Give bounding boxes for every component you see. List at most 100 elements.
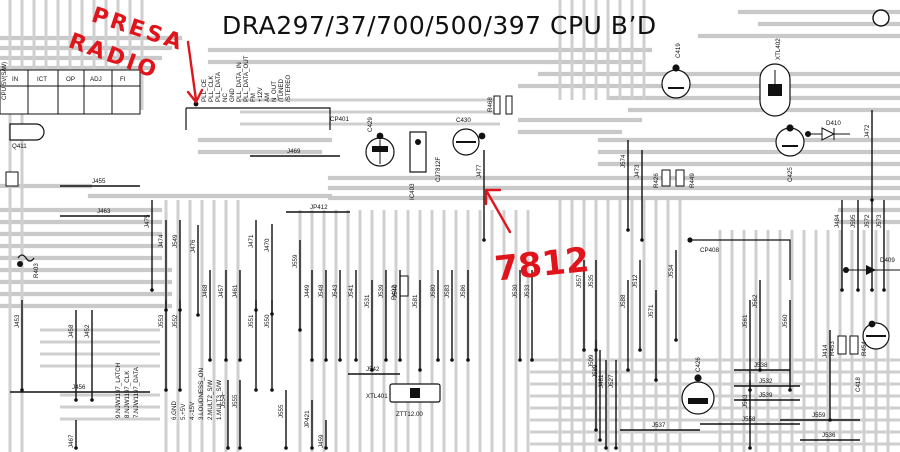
label-c419: C419: [675, 43, 682, 58]
jumper-j583: J583: [444, 270, 454, 362]
jumper-label: J449: [304, 284, 311, 298]
jumper-j555: J555: [232, 380, 242, 450]
capacitor-c419: C419: [661, 43, 691, 99]
jumper-label: J534: [668, 264, 675, 278]
jumper-j551: J551: [248, 300, 258, 392]
jumper-label: J471: [248, 234, 255, 248]
jumper-label: J554: [220, 394, 227, 408]
jumper-jp421: JP421: [304, 400, 314, 450]
pin-5v: 5.+5V: [180, 403, 187, 420]
jumper-label: J535: [588, 274, 595, 288]
jumper-label: J571: [648, 304, 655, 318]
jumper-j543: J543: [332, 270, 342, 362]
jumper-label: J560: [782, 314, 789, 328]
annotation-7812: 7812: [493, 240, 591, 290]
pin-12v: +12V: [257, 87, 264, 102]
jumper-j452: J452: [84, 310, 94, 402]
jumper-label: J459: [318, 434, 325, 448]
pin-n-out: N_OUT: [271, 81, 278, 102]
pin-tuned: /TUNED: [278, 78, 285, 102]
jumper-j476: J476: [190, 225, 200, 317]
jumper-j559: J559: [292, 240, 302, 332]
jumper-j537: J537: [620, 422, 700, 431]
jumper-label: J452: [84, 324, 91, 338]
jumper-label: J455: [92, 178, 106, 185]
jumper-j572: J572: [864, 200, 874, 292]
jumper-label: J552: [172, 314, 179, 328]
jumper-label: J468: [202, 284, 209, 298]
jumper-label: J533: [524, 284, 531, 298]
pin-mult2: 2.MULT2_S/W: [207, 380, 214, 420]
pin-neg15v: 4.-15V: [189, 401, 196, 420]
label-c430: C430: [456, 117, 471, 124]
jumper-j477: J477: [476, 150, 486, 242]
jumper-label: J531: [364, 294, 371, 308]
resistor-r453: R453 R454: [829, 335, 868, 356]
jumper-j571: J571: [648, 290, 658, 382]
jumper-j532: J532: [734, 378, 800, 387]
pin-nc: NC: [222, 93, 229, 102]
jumper-j560: J560: [782, 300, 792, 392]
jumper-j589: J589: [592, 350, 602, 442]
jumper-label: J557: [576, 274, 583, 288]
jumper-j457: J457: [218, 270, 228, 362]
annotation-arrow-7812: [484, 188, 512, 234]
jumper-label: J456: [72, 384, 86, 391]
jumper-j473: J473: [634, 150, 644, 242]
jumper-j414: J414: [822, 330, 832, 422]
pin-loudness: 3.LOUDNESS_ON: [198, 368, 205, 420]
jumper-j531: J531: [364, 280, 374, 372]
jumper-j533: J533: [524, 270, 534, 362]
jumper-j484: J484: [834, 200, 844, 292]
table-header-in: IN: [12, 76, 18, 83]
pin-njw-latch: 9.NJW1197_LATCH: [115, 363, 122, 418]
jumper-label: J476: [190, 239, 197, 253]
table-header-adj: ADJ: [90, 76, 102, 83]
jumper-label: J457: [218, 284, 225, 298]
jumper-j467: J467: [68, 420, 78, 450]
jumper-label: J549: [172, 234, 179, 248]
jumper-j562: J562: [752, 280, 762, 372]
jumper-label: J527: [608, 374, 615, 388]
jumper-label: J563: [742, 394, 749, 408]
jumper-j552: J552: [172, 300, 182, 392]
adjustment-table: IN ICT OP ADJ FI CPU 5V(S/W): [0, 62, 141, 115]
jumper-j539: J539: [734, 392, 800, 401]
label-c429: C429: [367, 117, 374, 132]
jumper-j586: J586: [460, 270, 470, 362]
jumper-j540: J540: [392, 270, 402, 362]
jumper-label: J555: [278, 404, 285, 418]
jumper-jp412: JP412: [286, 204, 350, 213]
jumper-j455: J455: [60, 178, 140, 187]
pin-list-njw1197: 9.NJW1197_LATCH 8.NJW1197_CLK 7.NJW1197_…: [115, 363, 140, 418]
capacitor-c430: C430: [452, 117, 486, 156]
jumper-label: J574: [620, 154, 627, 168]
jumper-label: J472: [864, 124, 871, 138]
jumper-label: J541: [348, 284, 355, 298]
pin-list-power: 6.GND 5.+5V 4.-15V 3.LOUDNESS_ON 2.MULT2…: [171, 368, 223, 420]
jumper-j542: J542: [348, 366, 400, 375]
label-xtl402: XTL402: [775, 38, 782, 60]
label-cj7812f: CJ7812F: [435, 157, 442, 182]
label-r468: R468: [487, 97, 494, 112]
jumper-j581: J581: [412, 280, 422, 372]
jumper-label: J548: [318, 284, 325, 298]
jumper-label: J538: [754, 362, 768, 369]
jumper-j539: J539: [378, 270, 388, 362]
jumper-label: J512: [632, 274, 639, 288]
diode-d410: D410: [805, 120, 850, 141]
jumper-j458: J458: [68, 310, 78, 402]
jumper-label: J484: [834, 214, 841, 228]
pin-header-radio: PLL_CE PLL_CLK PLL_DATA NC GND PLL_DATA_…: [185, 55, 349, 130]
label-q411: Q411: [12, 143, 27, 150]
jumper-label: J562: [752, 294, 759, 308]
label-c426: C426: [695, 357, 702, 372]
pin-njw-data: 7.NJW1197_DATA: [133, 366, 140, 418]
crystal-xtl401: XTL401 ZTT12.00: [366, 383, 441, 418]
jumper-label: J595: [850, 214, 857, 228]
jumper-label: J467: [68, 434, 75, 448]
crystal-xtl402: XTL402: [759, 38, 791, 117]
pin-gnd: GND: [229, 88, 236, 102]
transistor-q411: Q411: [5, 123, 45, 187]
pin-gnd-6: 6.GND: [171, 401, 178, 420]
